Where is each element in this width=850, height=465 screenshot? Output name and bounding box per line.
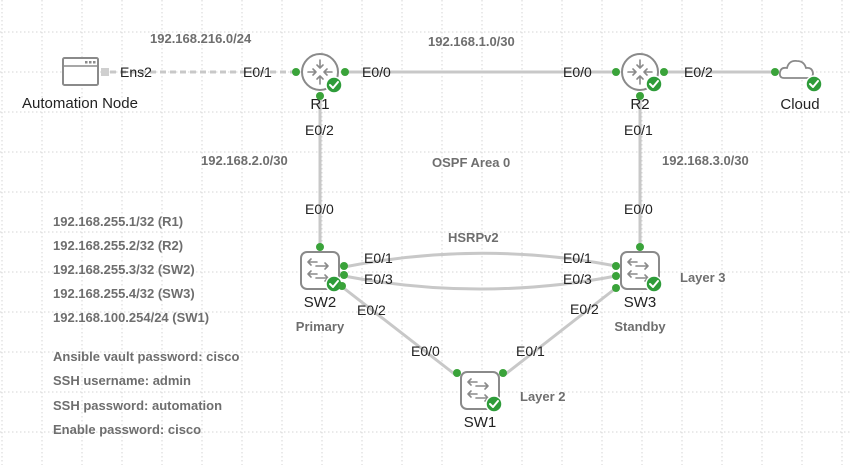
loopback-item: 192.168.100.254/24 (SW1) <box>53 310 209 325</box>
subnet-label-r1-sw2: 192.168.2.0/30 <box>201 153 288 168</box>
subnet-label-r2-sw3: 192.168.3.0/30 <box>662 153 749 168</box>
credential-item: Enable password: cisco <box>53 422 201 437</box>
port-label-sw3-e03: E0/3 <box>563 271 592 287</box>
port-label-sw2-e03: E0/3 <box>364 271 393 287</box>
port-label-ens2: Ens2 <box>120 64 152 80</box>
port-dot-r1-e01[interactable] <box>292 68 300 76</box>
port-label-r1-e02: E0/2 <box>305 122 334 138</box>
port-dot-sw3-e03[interactable] <box>612 272 620 280</box>
layer3-label: Layer 3 <box>680 270 726 285</box>
port-dot-sw3-e01[interactable] <box>612 262 620 270</box>
node-label-sw3: SW3 <box>624 294 657 311</box>
port-label-sw2-e00: E0/0 <box>305 201 334 217</box>
port-label-r1-e00: E0/0 <box>362 64 391 80</box>
node-automation[interactable]: Automation Node <box>22 57 138 112</box>
status-ok-badge <box>645 275 663 293</box>
node-sw3[interactable]: SW3 Standby <box>614 251 666 334</box>
port-dot-cloud[interactable] <box>771 68 779 76</box>
node-cloud[interactable]: Cloud <box>778 59 823 113</box>
node-r2[interactable]: R2 <box>621 53 663 113</box>
subnet-label-r1-r2: 192.168.1.0/30 <box>428 34 515 49</box>
node-sw1[interactable]: SW1 <box>460 371 503 431</box>
port-label-sw1-e00: E0/0 <box>411 343 440 359</box>
node-role-sw2: Primary <box>296 319 345 334</box>
link-sw3-sw1[interactable] <box>502 286 617 378</box>
node-label-r1: R1 <box>310 96 329 113</box>
port-dot-sw3-e00[interactable] <box>636 243 644 251</box>
port-dot-sw2-e03[interactable] <box>340 271 348 279</box>
link-sw2-sw3-e03[interactable] <box>343 274 617 291</box>
port-dot-sw2-e01[interactable] <box>340 262 348 270</box>
links <box>110 70 776 378</box>
hsrp-label: HSRPv2 <box>448 230 499 245</box>
node-label-r2: R2 <box>630 96 649 113</box>
port-dot-r1-e02[interactable] <box>316 92 324 100</box>
status-ok-badge <box>645 75 663 93</box>
port-dot-sw3-e02[interactable] <box>612 284 620 292</box>
port-dot-r2-e00[interactable] <box>612 68 620 76</box>
port-dot-sw1-e00[interactable] <box>453 369 461 377</box>
port-label-sw3-e02: E0/2 <box>570 301 599 317</box>
port-label-sw1-e01: E0/1 <box>516 343 545 359</box>
credential-item: Ansible vault password: cisco <box>53 349 239 364</box>
node-label-automation: Automation Node <box>22 95 138 112</box>
port-dot-sw2-e02[interactable] <box>338 282 346 290</box>
loopback-list: 192.168.255.1/32 (R1) 192.168.255.2/32 (… <box>53 214 209 325</box>
status-ok-badge <box>805 75 823 93</box>
loopback-item: 192.168.255.1/32 (R1) <box>53 214 183 229</box>
loopback-item: 192.168.255.4/32 (SW3) <box>53 286 195 301</box>
loopback-item: 192.168.255.2/32 (R2) <box>53 238 183 253</box>
subnet-label-mgmt: 192.168.216.0/24 <box>150 31 252 46</box>
link-sw2-sw3-e01[interactable] <box>343 251 617 269</box>
port-label-sw3-e01: E0/1 <box>563 250 592 266</box>
layer2-label: Layer 2 <box>520 389 566 404</box>
status-ok-badge <box>485 395 503 413</box>
node-label-sw2: SW2 <box>304 294 337 311</box>
node-sw2[interactable]: SW2 Primary <box>296 251 345 334</box>
cloud-icon <box>778 59 814 79</box>
status-ok-badge <box>325 76 343 94</box>
credential-item: SSH password: automation <box>53 398 222 413</box>
port-label-r2-e01: E0/1 <box>624 122 653 138</box>
node-r1[interactable]: R1 <box>301 53 343 113</box>
port-label-r2-e02: E0/2 <box>684 64 713 80</box>
port-label-r2-e00: E0/0 <box>563 64 592 80</box>
port-label-sw2-e02: E0/2 <box>357 302 386 318</box>
node-role-sw3: Standby <box>614 319 666 334</box>
port-connector-ens2[interactable] <box>101 68 109 76</box>
port-label-r1-e01: E0/1 <box>243 64 272 80</box>
loopback-item: 192.168.255.3/32 (SW2) <box>53 262 195 277</box>
port-dot-r1-e00[interactable] <box>341 68 349 76</box>
port-label-sw3-e00: E0/0 <box>624 201 653 217</box>
ospf-area-label: OSPF Area 0 <box>432 155 510 170</box>
credentials-list: Ansible vault password: cisco SSH userna… <box>53 349 239 437</box>
credential-item: SSH username: admin <box>53 373 191 388</box>
server-window-icon <box>62 57 99 86</box>
port-dot-sw2-e00[interactable] <box>316 243 324 251</box>
port-dot-sw1-e01[interactable] <box>499 369 507 377</box>
port-dot-r2-e02[interactable] <box>660 68 668 76</box>
node-label-sw1: SW1 <box>464 414 497 431</box>
link-sw2-sw1[interactable] <box>340 284 458 378</box>
port-label-sw2-e01: E0/1 <box>364 250 393 266</box>
port-dot-r2-e01[interactable] <box>636 92 644 100</box>
node-label-cloud: Cloud <box>780 96 819 113</box>
